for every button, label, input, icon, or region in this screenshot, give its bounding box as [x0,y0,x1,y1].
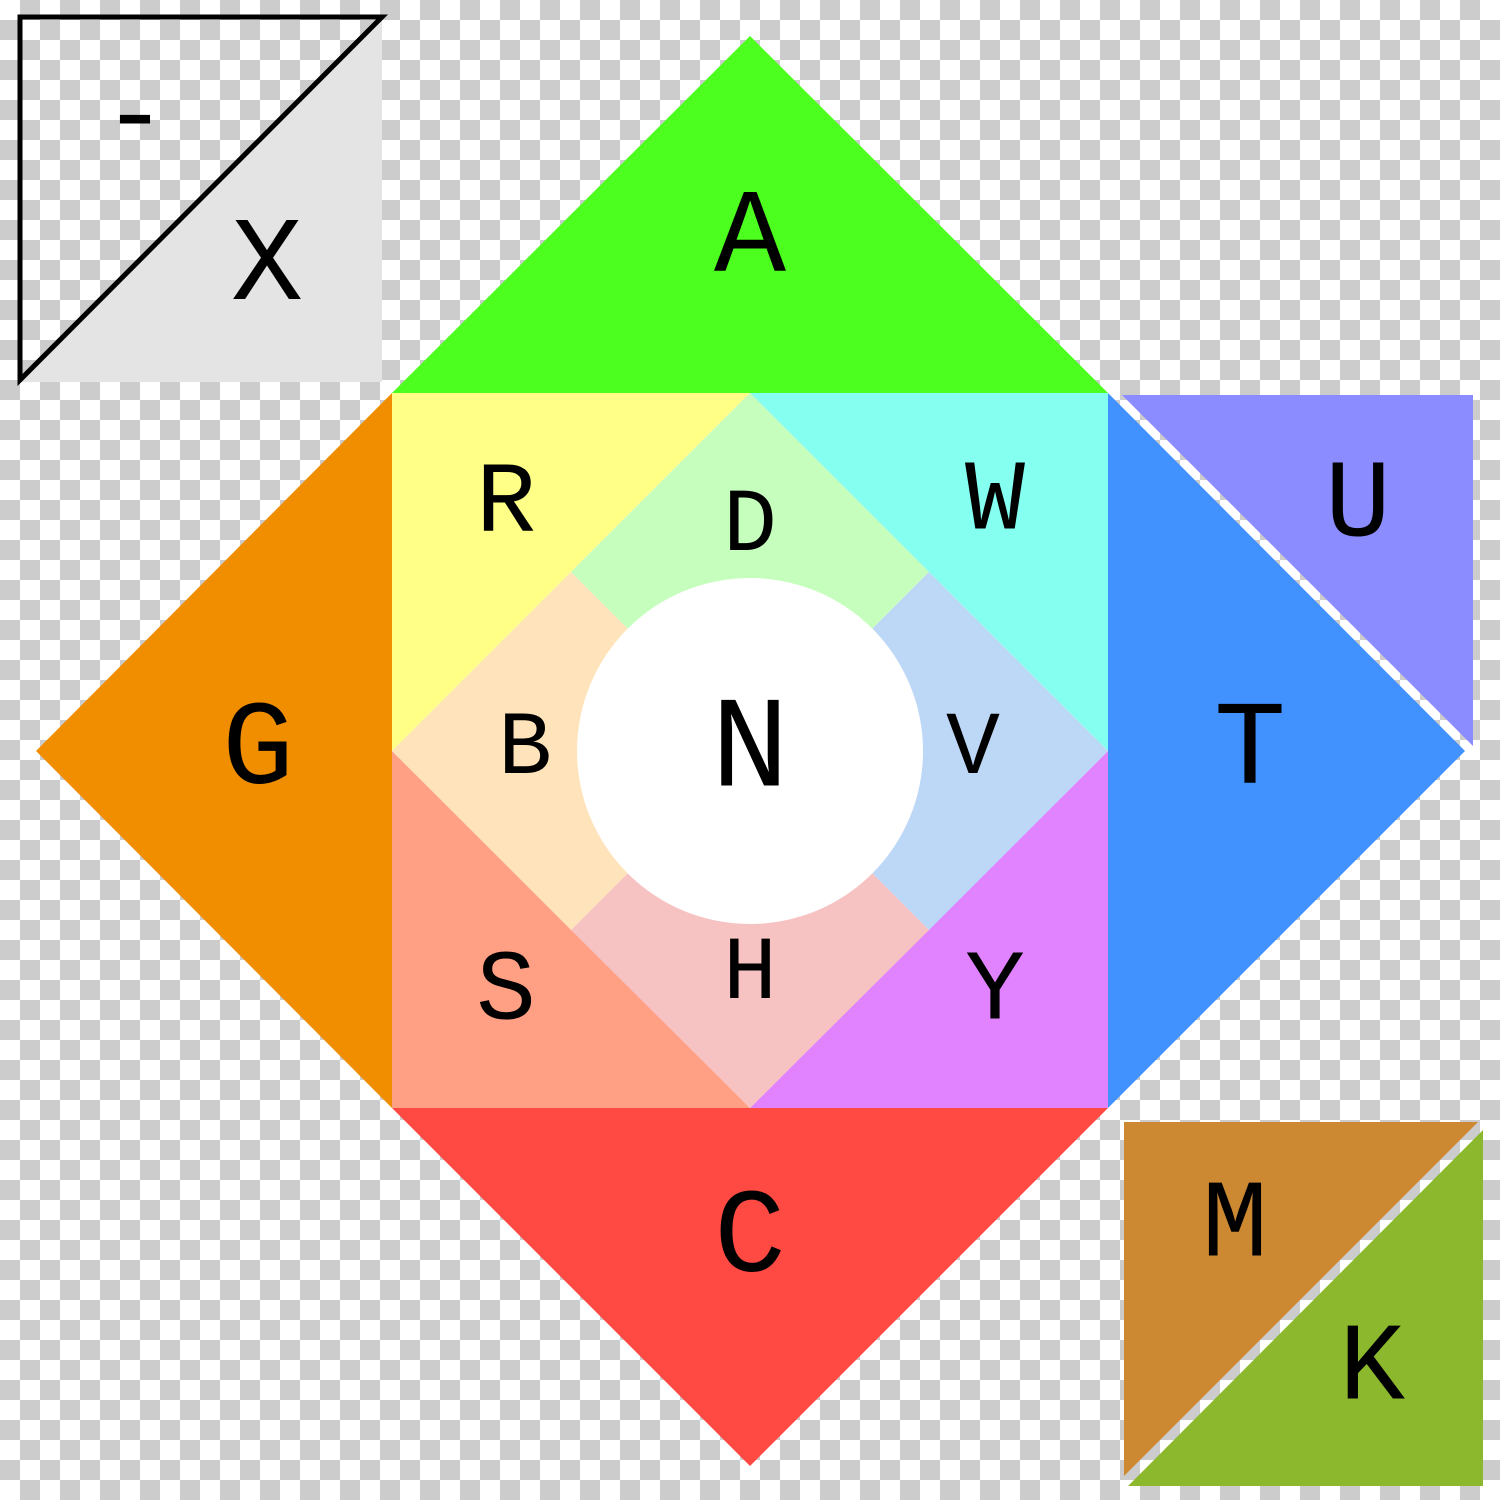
region-a [392,36,1108,393]
label-v: B [498,699,552,801]
label-w: W [965,447,1025,560]
label-t: T [1214,684,1286,820]
region-g [36,393,392,1108]
region-u [1122,395,1473,746]
region-t [1108,393,1465,1108]
label-n: N [711,679,789,826]
label-d: D [723,476,777,578]
legend: - X [17,14,389,387]
region-n [577,578,923,924]
legend-outline [17,14,389,387]
region-c [392,1108,1108,1466]
label-a: A [714,172,786,308]
label-r: R [476,449,536,562]
legend-lower-label: X [231,200,303,336]
label-y: Y [965,937,1025,1050]
label-m: M [1202,1165,1268,1290]
label-k: K [1339,1308,1405,1433]
legend-upper-label: - [102,58,168,183]
label-g: G [222,684,294,820]
label-b: H [723,924,777,1026]
label-u: U [1325,445,1391,570]
label-c: C [714,1172,786,1308]
region-b [571,751,929,1108]
region-k [1128,1130,1483,1486]
region-m [1124,1122,1478,1476]
label-s: S [476,937,536,1050]
label-h: V [946,699,1000,801]
